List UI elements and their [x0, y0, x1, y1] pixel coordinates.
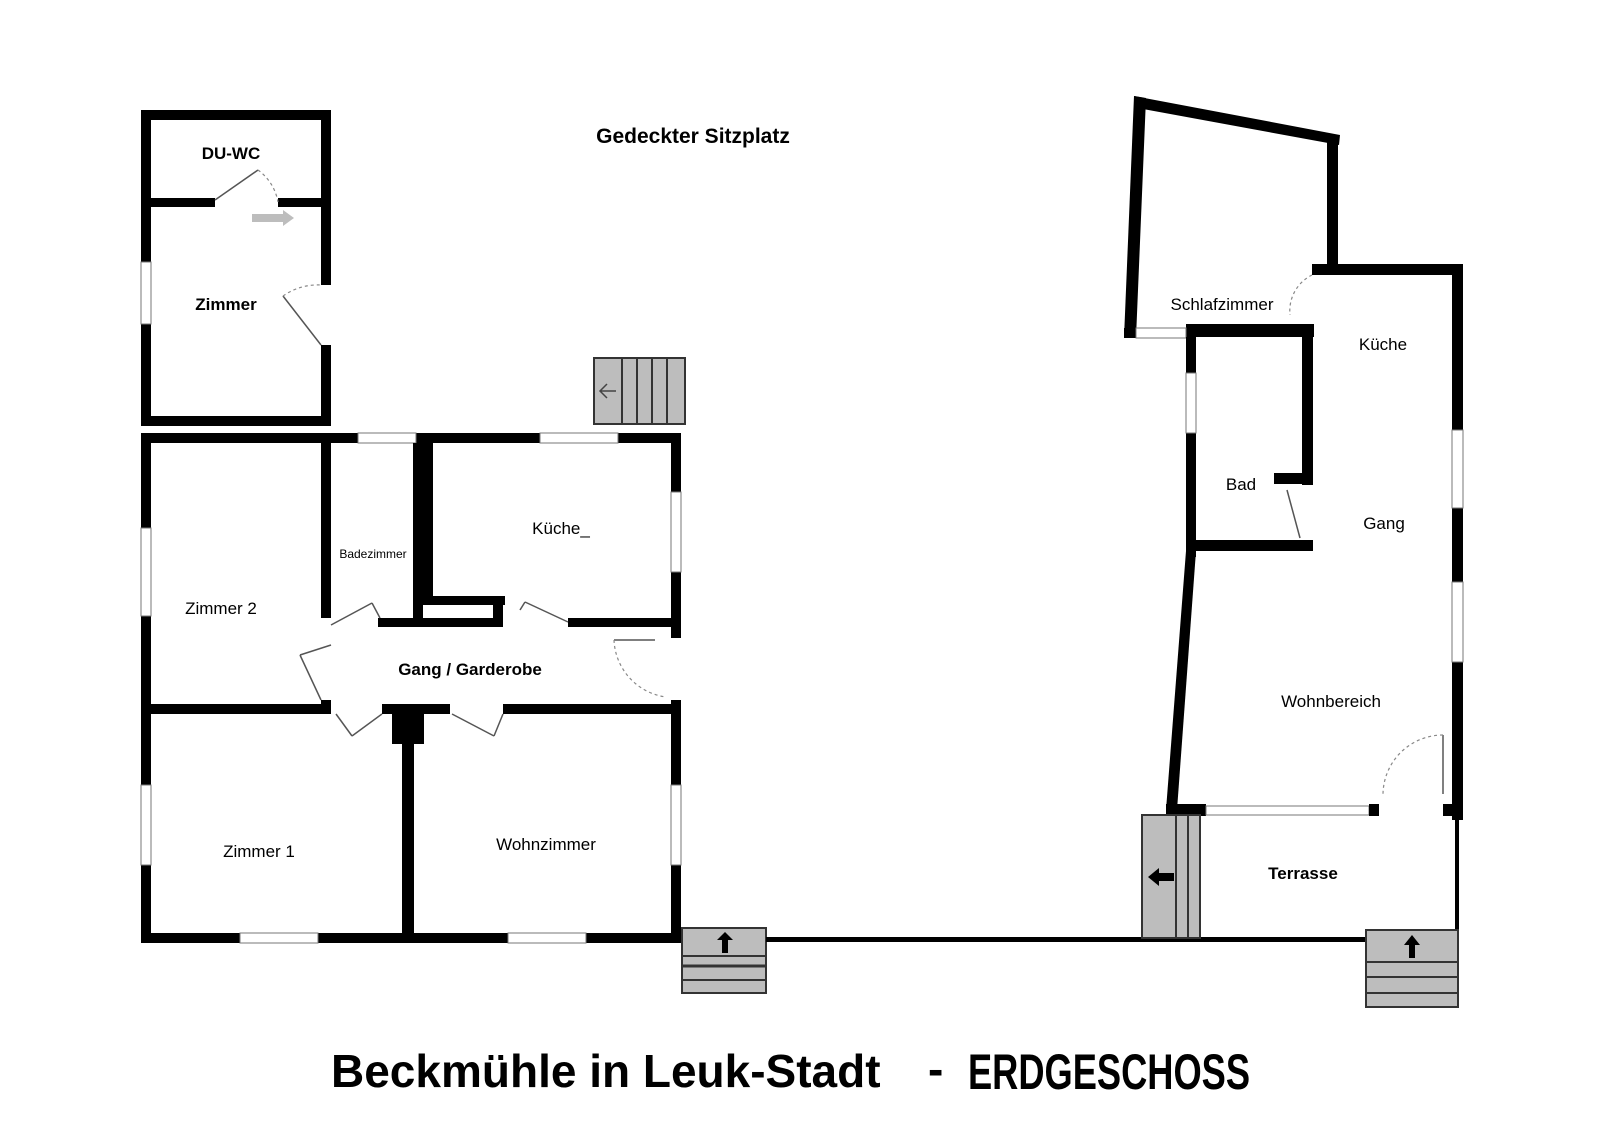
stair — [1187, 814, 1201, 939]
left-building — [140, 110, 767, 994]
wall — [392, 714, 402, 744]
wall — [141, 433, 151, 943]
wall — [1327, 135, 1338, 270]
door — [1286, 489, 1301, 539]
wall — [413, 443, 423, 623]
wall — [402, 714, 414, 943]
window — [507, 932, 587, 944]
wall — [1186, 337, 1196, 557]
room-label-schlafzimmer: Schlafzimmer — [1171, 295, 1274, 314]
wall — [423, 596, 505, 605]
room-label-gang-garderobe: Gang / Garderobe — [398, 660, 542, 679]
wall — [151, 704, 331, 714]
room-label-badezimmer: Badezimmer — [339, 547, 406, 561]
door-swing — [282, 284, 322, 297]
arrow-right-icon — [252, 210, 294, 226]
window — [1451, 581, 1464, 663]
door-swing — [613, 639, 667, 698]
outdoor-label: Gedeckter Sitzplatz — [596, 125, 790, 148]
wall — [321, 110, 331, 285]
door — [214, 169, 259, 201]
room-label-kueche-left: Küche_ — [532, 519, 590, 538]
wall — [1369, 804, 1379, 816]
room-label-kueche-right: Küche — [1359, 335, 1407, 354]
wall — [141, 416, 331, 426]
wall — [321, 345, 331, 425]
wall — [1166, 804, 1206, 816]
window — [140, 261, 152, 325]
door — [351, 713, 383, 737]
window — [1185, 372, 1197, 434]
wall — [1452, 264, 1463, 820]
wall — [568, 618, 681, 627]
wall — [382, 704, 450, 714]
wall — [1443, 804, 1463, 816]
room-label-terrasse: Terrasse — [1268, 864, 1338, 883]
wall — [1312, 264, 1463, 275]
wall — [1455, 816, 1459, 938]
arrow-left-icon — [1148, 868, 1174, 886]
room-label-zimmer-1: Zimmer 1 — [223, 842, 295, 861]
window — [239, 932, 319, 944]
door-swing — [1382, 734, 1444, 795]
floor-name: ERDGESCHOSS — [968, 1044, 1250, 1100]
door — [282, 295, 322, 346]
window — [357, 432, 417, 444]
wall — [1134, 96, 1340, 145]
room-label-gang: Gang — [1363, 514, 1405, 533]
wall — [1186, 324, 1314, 337]
arrow-left-icon — [598, 383, 616, 399]
room-label-wohnbereich: Wohnbereich — [1281, 692, 1381, 711]
window — [1205, 805, 1370, 816]
wall — [1302, 337, 1313, 485]
plan-title: Beckmühle in Leuk-Stadt — [331, 1045, 881, 1097]
room-label-du-wc: DU-WC — [202, 144, 261, 163]
wall — [392, 735, 424, 744]
door — [371, 602, 381, 619]
wall — [141, 110, 331, 120]
title-separator: - — [928, 1043, 943, 1095]
wall — [1166, 551, 1196, 810]
arrow-up-icon — [1404, 935, 1420, 958]
wall — [151, 198, 215, 207]
wall — [423, 443, 433, 603]
room-label-bad: Bad — [1226, 475, 1256, 494]
window — [1451, 429, 1464, 509]
wall — [503, 704, 681, 714]
door — [524, 601, 569, 623]
stair — [1175, 814, 1189, 939]
wall — [1124, 96, 1146, 338]
room-label-zimmer: Zimmer — [195, 295, 257, 314]
door — [299, 644, 332, 656]
window — [140, 527, 152, 617]
door — [519, 601, 526, 611]
door — [335, 713, 353, 737]
wall — [1196, 540, 1313, 551]
wall — [378, 618, 503, 627]
window — [140, 784, 152, 866]
right-building — [1124, 96, 1464, 1008]
wall — [278, 198, 323, 207]
door — [493, 713, 504, 737]
window — [670, 784, 682, 866]
wall — [493, 596, 503, 626]
door-swing — [257, 169, 279, 203]
door — [451, 713, 495, 737]
room-label-zimmer-2: Zimmer 2 — [185, 599, 257, 618]
door — [330, 602, 373, 626]
wall — [766, 937, 1366, 942]
window — [1135, 327, 1187, 339]
room-label-wohnzimmer: Wohnzimmer — [496, 835, 596, 854]
door — [299, 654, 322, 701]
wall — [1274, 473, 1313, 484]
stair — [593, 357, 686, 425]
arrow-up-icon — [717, 932, 733, 953]
window — [539, 432, 619, 444]
window — [670, 491, 682, 573]
wall — [414, 714, 424, 744]
door-swing — [1289, 274, 1313, 316]
wall — [321, 443, 331, 618]
